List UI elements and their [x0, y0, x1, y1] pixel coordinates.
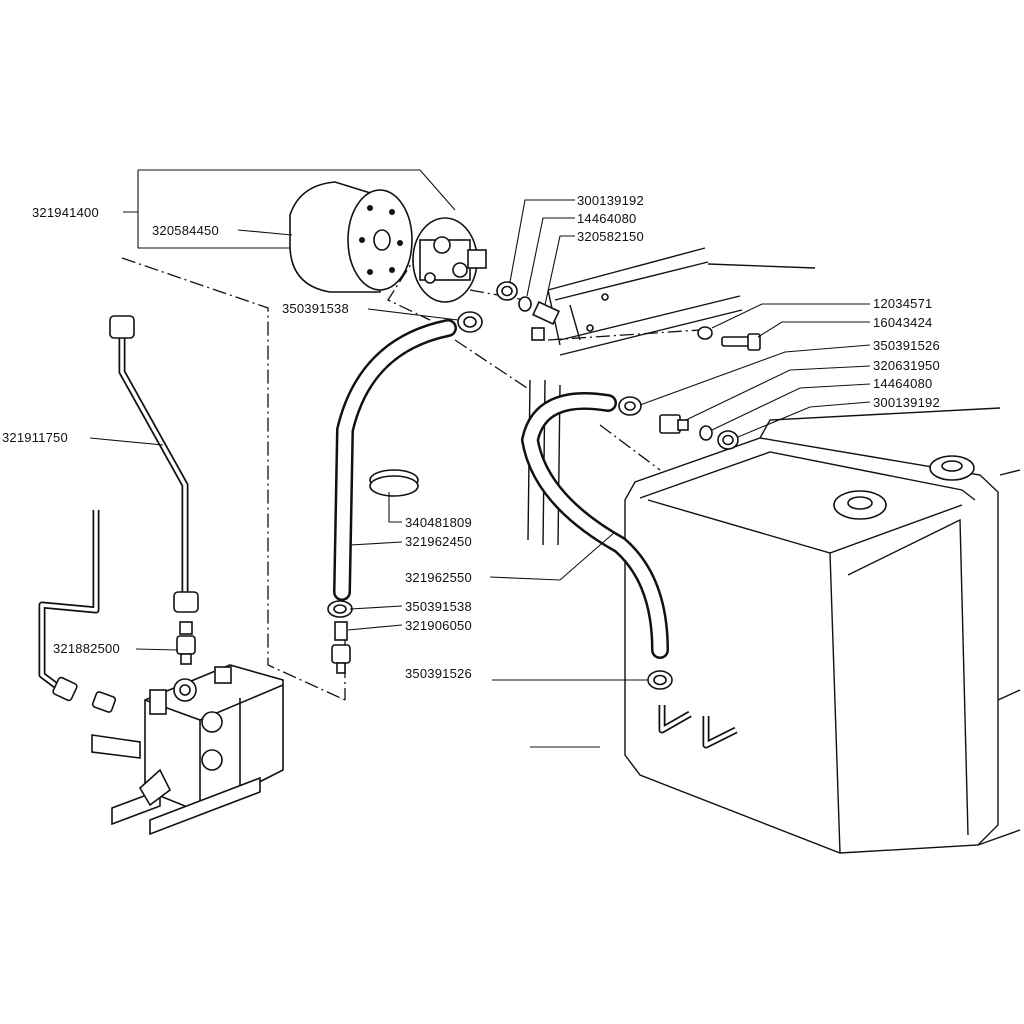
hose-right	[520, 391, 669, 659]
pipe-left	[38, 510, 100, 702]
clamp-lower-left	[327, 600, 353, 618]
hose-left	[333, 319, 457, 601]
leader-lines	[89, 169, 871, 681]
label-clamp-right: 350391526	[873, 338, 940, 353]
washer-right	[717, 430, 739, 450]
fuel-tank	[530, 407, 1021, 854]
label-clamp-upper-left: 350391538	[282, 301, 349, 316]
union-fitting-top	[531, 300, 560, 341]
label-filter-assembly: 321941400	[32, 205, 99, 220]
label-bolt: 16043424	[873, 315, 932, 330]
label-union-right: 320631950	[873, 358, 940, 373]
label-filter-cartridge: 320584450	[152, 223, 219, 238]
tank-outlet-pipes	[658, 705, 738, 749]
label-pipe-rigid: 321911750	[2, 430, 68, 445]
washer-top-hole	[501, 285, 513, 297]
bolt	[721, 333, 761, 351]
screw-washer	[697, 326, 713, 340]
rigid-pipe	[109, 315, 199, 613]
fuel-filter-cartridge	[289, 181, 413, 293]
label-clamp-lower-left: 350391538	[405, 599, 472, 614]
band-clamp	[369, 469, 419, 497]
union-fitting-right	[659, 414, 689, 434]
label-ring-top: 14464080	[577, 211, 636, 226]
label-washer-top: 300139192	[577, 193, 644, 208]
clamp-lower-right	[647, 670, 673, 690]
part-number-labels: 321941400 320584450 321911750 321882500 …	[2, 193, 940, 681]
label-clamp-lower-right: 350391526	[405, 666, 472, 681]
valve-fitting	[176, 621, 196, 665]
label-fitting-lower: 321906050	[405, 618, 472, 633]
ring-right	[699, 425, 713, 441]
label-hose-left: 321962450	[405, 534, 472, 549]
clamp-right	[618, 396, 642, 416]
control-valve-block	[91, 664, 284, 836]
label-hose-right: 321962550	[405, 570, 472, 585]
clamp-upper-left	[457, 311, 483, 333]
label-band-clamp: 340481809	[405, 515, 472, 530]
label-washer-right: 300139192	[873, 395, 940, 410]
label-screw-washer: 12034571	[873, 296, 932, 311]
ring-top	[518, 296, 532, 312]
fitting-lower	[331, 621, 351, 674]
label-union-top: 320582150	[577, 229, 644, 244]
label-ring-right: 14464080	[873, 376, 932, 391]
label-valve-fitting: 321882500	[53, 641, 120, 656]
fuel-filter-head	[412, 217, 487, 303]
